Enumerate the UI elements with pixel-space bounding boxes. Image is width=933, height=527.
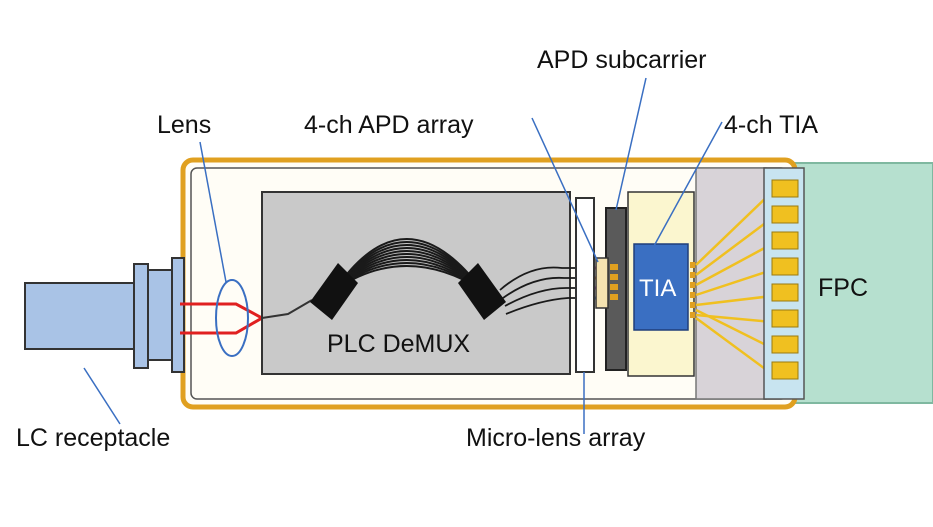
tia-pads: [690, 262, 696, 318]
lens: [215, 279, 249, 357]
apd-array: [595, 257, 609, 309]
label-apd-subcarrier: APD subcarrier: [537, 46, 707, 74]
lc-receptacle-flange-1: [133, 263, 149, 369]
label-plc-demux: PLC DeMUX: [327, 330, 470, 358]
label-tia: 4-ch TIA: [724, 111, 818, 139]
input-fiber: [261, 299, 313, 319]
gold-bond-wires: [695, 191, 773, 376]
connector-pads: [771, 179, 799, 380]
leader-lines: [83, 77, 723, 434]
label-lens: Lens: [157, 111, 211, 139]
apd-pads: [610, 264, 618, 300]
label-fpc: FPC: [818, 274, 868, 302]
tia-chip: [633, 243, 689, 331]
waveguide-fan-left: [310, 263, 358, 320]
label-lc-receptacle: LC receptacle: [16, 424, 170, 452]
lc-receptacle-flange-2: [171, 257, 185, 373]
label-apd-array: 4-ch APD array: [304, 111, 474, 139]
waveguide-fan-right: [458, 263, 506, 320]
output-fibers: [499, 266, 588, 315]
micro-lens-array: [575, 197, 595, 373]
label-micro-lens-array: Micro-lens array: [466, 424, 646, 452]
label-tia-box: TIA: [639, 275, 676, 302]
lc-receptacle-body: [24, 282, 141, 350]
fpc-board: [789, 162, 933, 404]
plc-demux-block: [261, 191, 571, 375]
